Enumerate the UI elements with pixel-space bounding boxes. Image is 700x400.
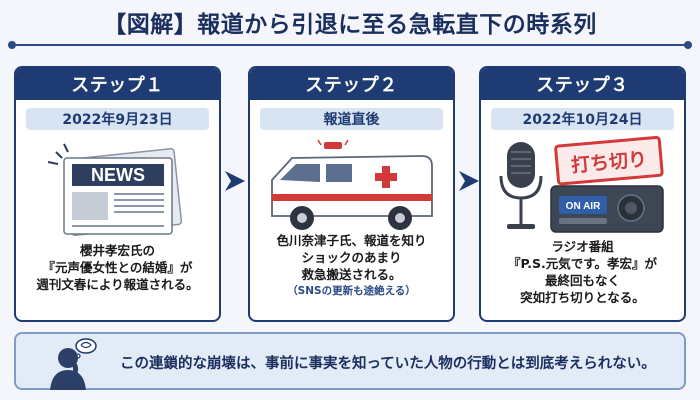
step-3-line-1: ラジオ番組 xyxy=(551,239,614,254)
step-2-description: 色川奈津子氏、報道を知り ショックのあまり 救急搬送される。 （SNSの更新も途… xyxy=(250,232,453,300)
conclusion-text: この連鎖的な崩壊は、事前に事実を知っていた人物の行動とは到底考えられない。 xyxy=(120,356,656,372)
divider-dot-right xyxy=(684,41,692,49)
step-3-line-2: 『P.S.元気です。孝宏』が xyxy=(507,256,658,271)
page-title: 【図解】報道から引退に至る急転直下の時系列 xyxy=(103,12,597,38)
step-1-date: 2022年9月23日 xyxy=(26,108,209,130)
step-2-header: ステップ２ xyxy=(250,68,453,100)
arrow-right-icon xyxy=(459,171,479,191)
title-row: 【図解】報道から引退に至る急転直下の時系列 xyxy=(0,0,700,44)
step-1-line-1: 櫻井孝宏氏の xyxy=(79,243,155,258)
divider-dot-left xyxy=(8,41,16,49)
thinking-person-icon xyxy=(50,338,97,390)
step-2-line-2: ショックのあまり xyxy=(301,250,402,265)
step-1-header: ステップ１ xyxy=(16,68,219,100)
arrow-right-icon xyxy=(225,171,245,191)
step-2-line-1: 色川奈津子氏、報道を知り xyxy=(276,233,427,248)
newspaper-icon: NEWS xyxy=(16,136,219,242)
step-3-line-3: 最終回もなく xyxy=(544,273,620,288)
step-3-description: ラジオ番組 『P.S.元気です。孝宏』が 最終回もなく 突如打ち切りとなる。 xyxy=(481,238,684,306)
ambulance-icon xyxy=(250,136,453,242)
title-divider xyxy=(8,41,692,49)
step-1-line-3: 週刊文春により報道される。 xyxy=(36,277,199,292)
step-card-1: ステップ１ 2022年9月23日 NEWS 櫻井孝宏氏の 『元声優女性との結婚』… xyxy=(14,66,221,322)
step-1-line-2: 『元声優女性との結婚』が xyxy=(42,260,193,275)
step-3-date: 2022年10月24日 xyxy=(491,108,674,130)
microphone-radio-icon: ON AIR 打ち切り xyxy=(481,136,684,242)
on-air-label: ON AIR xyxy=(566,201,601,212)
step-3-line-4: 突如打ち切りとなる。 xyxy=(520,290,645,305)
step-card-3: ステップ３ 2022年10月24日 ON AIR 打ち切り xyxy=(479,66,686,322)
step-1-description: 櫻井孝宏氏の 『元声優女性との結婚』が 週刊文春により報道される。 xyxy=(16,242,219,293)
step-2-note: （SNSの更新も途絶える） xyxy=(287,285,416,297)
news-label: NEWS xyxy=(91,165,145,185)
step-card-2: ステップ２ 報道直後 色川奈津子氏、報道を知り ショックのあまり 救 xyxy=(248,66,455,322)
conclusion-box: この連鎖的な崩壊は、事前に事実を知っていた人物の行動とは到底考えられない。 xyxy=(14,332,686,390)
step-2-date: 報道直後 xyxy=(260,108,443,130)
step-3-header: ステップ３ xyxy=(481,68,684,100)
step-2-line-3: 救急搬送される。 xyxy=(301,267,402,282)
